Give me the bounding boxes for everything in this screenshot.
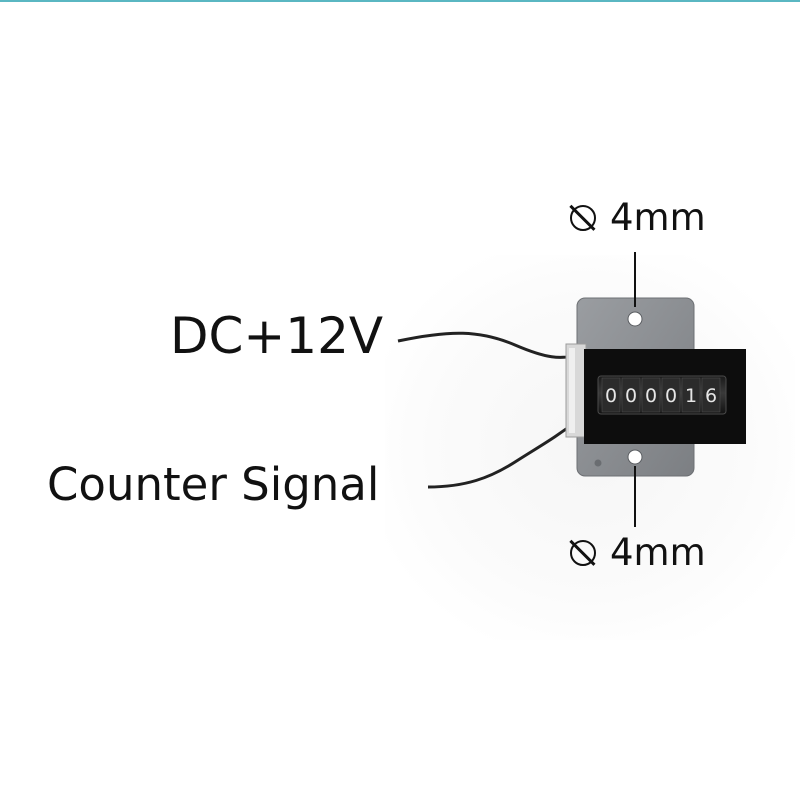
digit-value: 0 <box>665 385 677 407</box>
counter-signal-label: Counter Signal <box>47 458 380 511</box>
power-wire <box>397 331 576 359</box>
digit-value: 0 <box>625 385 637 407</box>
hole-diameter-top: 4mm <box>568 196 706 240</box>
digit-value: 1 <box>685 385 697 407</box>
top-accent-rule <box>0 0 800 2</box>
plate-rivet <box>594 459 602 467</box>
digit-wheel <box>621 377 641 413</box>
digit-wheel <box>701 377 721 413</box>
signal-wire <box>427 418 579 489</box>
hole-diameter-bottom-value: 4mm <box>610 531 706 574</box>
digit-wheel <box>661 377 681 413</box>
digit-wheel <box>601 377 621 413</box>
digit-value: 0 <box>605 385 617 407</box>
diameter-symbol-icon <box>568 203 598 233</box>
mounting-hole-bottom <box>627 449 643 465</box>
digit-wheel <box>681 377 701 413</box>
mounting-hole-top <box>627 311 643 327</box>
digit-wheel <box>641 377 661 413</box>
power-label: DC+12V <box>170 307 384 365</box>
hole-diameter-bottom: 4mm <box>568 531 706 575</box>
digit-value: 0 <box>645 385 657 407</box>
digit-value: 6 <box>705 385 717 407</box>
diameter-symbol-icon <box>568 538 598 568</box>
hole-diameter-top-value: 4mm <box>610 196 706 239</box>
